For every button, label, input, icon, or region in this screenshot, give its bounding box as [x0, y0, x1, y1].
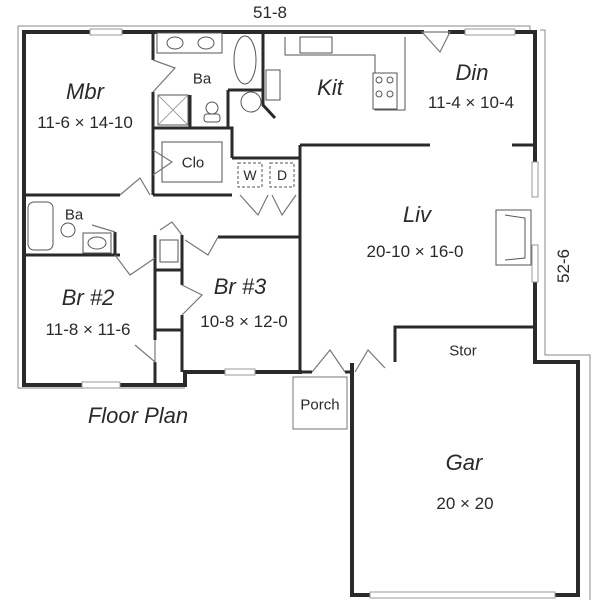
refrigerator-icon: [265, 69, 281, 101]
door-swing: [420, 31, 451, 54]
door-swing: [159, 221, 183, 236]
top-wall-right: [513, 30, 537, 164]
left-wall: [22, 30, 84, 387]
door-swing: [152, 149, 174, 176]
window: [531, 161, 539, 198]
range-icon: [372, 72, 398, 110]
door-swing: [181, 284, 204, 316]
wall: [261, 32, 277, 120]
room-name-stor: Stor: [449, 342, 477, 360]
bathtub-icon: [27, 201, 54, 251]
door-swing: [239, 194, 297, 217]
room-name-kit: Kit: [317, 75, 343, 100]
room-name-clo: Clo: [181, 154, 205, 172]
wall: [153, 126, 234, 158]
stor-wall: [393, 325, 535, 362]
label-dryer: D: [276, 167, 288, 183]
toilet-tank: [203, 113, 221, 123]
overall-depth-dimension: 52-6: [554, 248, 573, 284]
room-name-liv: Liv: [402, 202, 432, 227]
sink-icon: [166, 36, 184, 50]
right-wall: [533, 280, 580, 597]
plan-title: Floor Plan: [87, 403, 189, 428]
linen-closet: [159, 239, 179, 263]
room-dims-br3: 10-8 × 12-0: [200, 312, 288, 331]
washer-icon: [237, 162, 263, 188]
fireplace-icon: [495, 209, 532, 266]
room-dims-gar: 20 × 20: [436, 494, 494, 513]
door-swing: [184, 236, 219, 256]
garage-door: [369, 591, 556, 599]
door-swing: [152, 59, 177, 93]
exterior-outline: [17, 25, 531, 389]
burner: [386, 76, 394, 84]
overall-width-dimension: 51-8: [252, 3, 288, 22]
door-swing: [91, 224, 156, 276]
fireplace-hearth: [504, 214, 526, 261]
room-dims-din: 11-4 × 10-4: [427, 93, 515, 112]
window: [89, 28, 123, 36]
burner: [375, 76, 383, 84]
room-name-din: Din: [455, 60, 489, 85]
burner: [375, 90, 383, 98]
window: [464, 28, 516, 36]
room-name-gar: Gar: [445, 450, 483, 475]
sink-icon: [197, 36, 215, 50]
room-name-ba-master: Ba: [192, 70, 212, 88]
toilet-icon: [240, 91, 262, 113]
window: [224, 368, 256, 376]
kitchen-sink-icon: [299, 36, 333, 54]
window: [81, 381, 121, 389]
toilet-icon: [205, 101, 219, 115]
burner: [386, 90, 394, 98]
room-name-br2: Br #2: [61, 285, 115, 310]
room-name-ba-hall: Ba: [64, 206, 84, 224]
window: [531, 244, 539, 283]
bathtub-icon: [233, 35, 257, 85]
bottom-wall-left: [118, 370, 227, 387]
toilet-icon: [60, 222, 76, 238]
room-name-br3: Br #3: [213, 274, 267, 299]
garage-left-wall: [350, 363, 372, 597]
room-name-mbr: Mbr: [66, 79, 104, 104]
dryer-icon: [269, 162, 295, 188]
room-dims-liv: 20-10 × 16-0: [366, 242, 464, 261]
front-door-swing: [311, 348, 346, 373]
room-name-porch: Porch: [300, 396, 340, 414]
room-dims-br2: 11-8 × 11-6: [45, 320, 131, 339]
room-dims-mbr: 11-6 × 14-10: [37, 113, 133, 132]
porch-outline: [292, 376, 348, 430]
garage-door-swing: [354, 349, 386, 373]
label-washer: W: [243, 167, 257, 183]
door-swing: [134, 340, 156, 364]
shower-cross: [157, 94, 189, 126]
exterior-outline-right: [540, 29, 591, 600]
door-swing: [119, 177, 151, 196]
sink-icon: [87, 236, 107, 250]
